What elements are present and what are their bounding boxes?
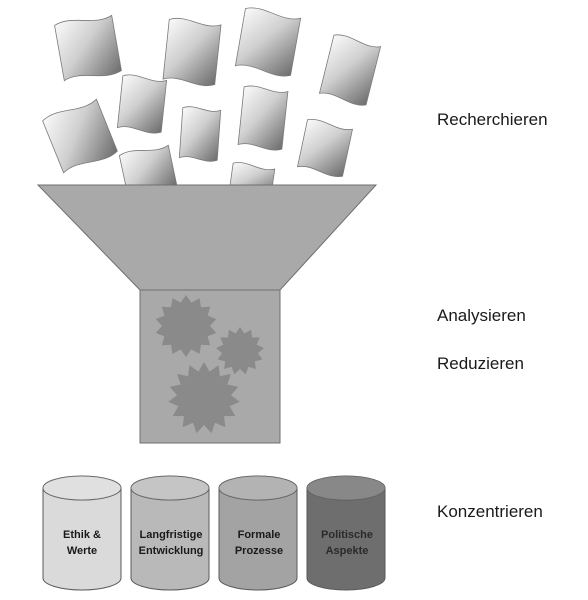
cylinder-label-line: Aspekte (325, 545, 369, 557)
cylinder-label-formale: Formale Prozesse (219, 527, 299, 559)
cylinder-label-politische: Politische Aspekte (307, 527, 387, 559)
stage-label-reduzieren: Reduzieren (437, 354, 524, 373)
paper-sheet-icon (42, 98, 118, 174)
paper-sheet-icon (237, 85, 289, 151)
gears (155, 295, 264, 434)
cylinder-label-ethik: Ethik & Werte (42, 527, 122, 559)
cylinder-label-line: Prozesse (234, 545, 284, 557)
gear-icon (168, 362, 240, 434)
cylinder-label-line: Ethik & (63, 529, 101, 541)
paper-sheet-icon (54, 14, 122, 82)
paper-sheet-icon (178, 106, 222, 162)
cylinder-icon (42, 475, 122, 591)
cylinder-icon (306, 475, 386, 591)
funnel-top (36, 184, 378, 291)
stage-label-konzentrieren: Konzentrieren (437, 502, 543, 521)
cylinder-label-line: Politische (321, 529, 373, 541)
paper-sheet-icon (116, 74, 168, 134)
gear-icon (216, 327, 264, 375)
funnel (36, 184, 378, 444)
cylinders (42, 475, 386, 591)
cylinder-label-line: Werte (66, 545, 98, 557)
cylinder-label-langfristige: Langfristige Entwicklung (131, 527, 211, 559)
paper-sheet-icon (162, 17, 222, 87)
cylinder-label-line: Formale (237, 529, 281, 541)
paper-sheet-icon (234, 7, 302, 77)
stage-label-recherchieren: Recherchieren (437, 110, 548, 129)
cylinder-icon (218, 475, 298, 591)
cylinder-icon (130, 475, 210, 591)
paper-sheets (42, 7, 382, 198)
gear-icon (155, 295, 217, 357)
cylinder-label-line: Entwicklung (138, 545, 204, 557)
paper-sheet-icon (296, 118, 354, 178)
stage-label-analysieren: Analysieren (437, 306, 526, 325)
cylinder-label-line: Langfristige (139, 529, 203, 541)
paper-sheet-icon (318, 34, 382, 106)
